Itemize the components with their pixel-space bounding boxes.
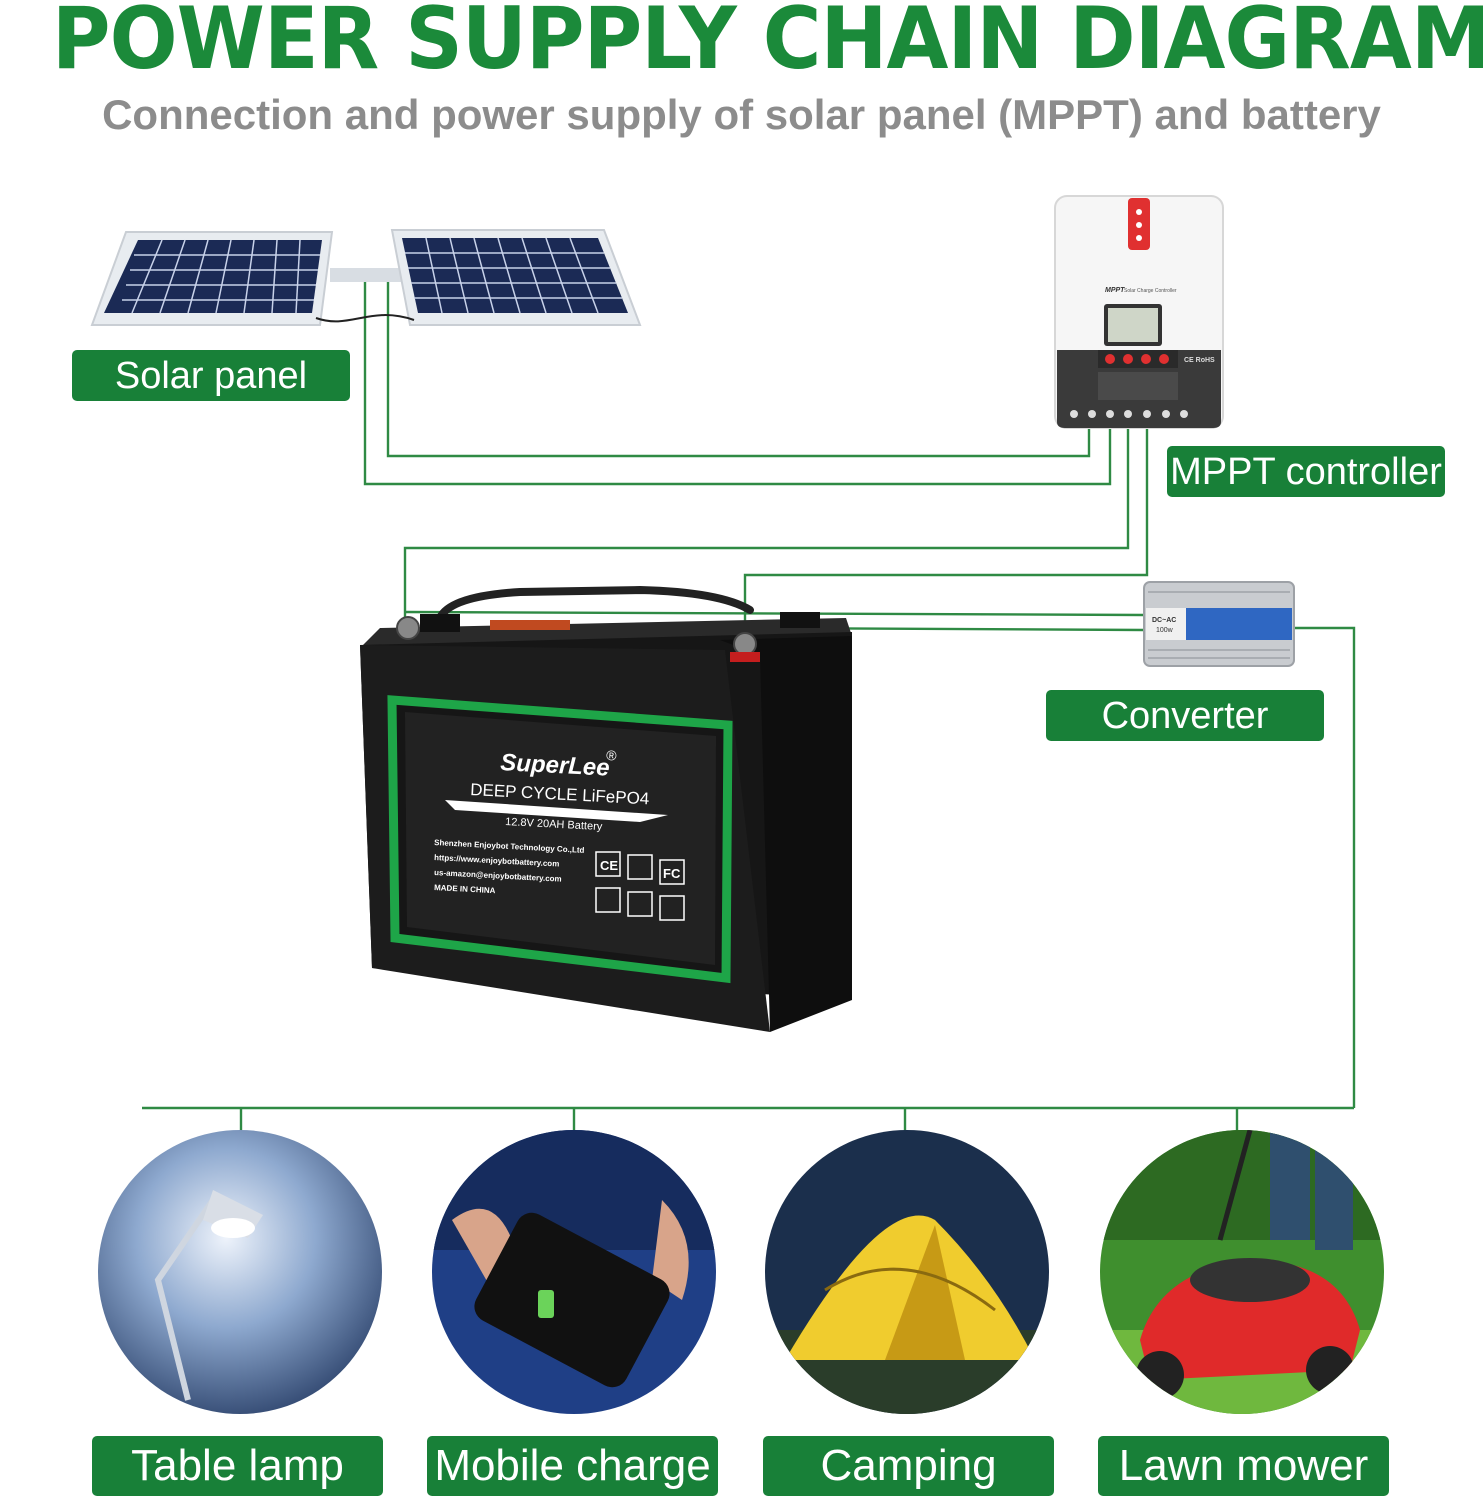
battery-icon: SuperLee ® DEEP CYCLE LiFePO4 12.8V 20AH…	[360, 585, 852, 1032]
battery-spec: 12.8V 20AH Battery	[505, 816, 603, 833]
mppt-controller-icon: MPPT Solar Charge Controller CE RoHS	[1054, 195, 1224, 429]
battery-brand: SuperLee	[500, 749, 611, 782]
wire-solar-to-mppt-1	[386, 280, 1091, 458]
wire-mppt-to-battery-2	[743, 420, 1149, 640]
ce-mark-text: CE	[600, 858, 618, 873]
battery-registered-mark: ®	[606, 747, 618, 764]
leaf-cert-icon	[627, 854, 653, 880]
page-subtitle: Connection and power supply of solar pan…	[102, 91, 1381, 138]
controller-text: Solar Charge Controller	[1124, 288, 1177, 294]
no-mercury-icon	[627, 891, 653, 917]
ce-mark-icon	[595, 851, 621, 877]
wire-solar-to-mppt-2	[363, 280, 1112, 486]
camping-label: Camping	[763, 1436, 1054, 1496]
wire-battery-to-converter-1	[404, 610, 1146, 617]
converter-icon: DC~AC 100w	[1143, 581, 1295, 667]
mobile-charge-label: Mobile charge	[427, 1436, 718, 1496]
table-lamp-icon	[98, 1130, 382, 1414]
tent-icon	[765, 1130, 1049, 1414]
page-title: POWER SUPPLY CHAIN DIAGRAM	[51, 0, 1483, 89]
weee-bin-icon	[659, 895, 685, 921]
fc-mark-icon	[659, 859, 685, 885]
controller-model: MPPT	[1105, 287, 1125, 294]
recycle-icon	[595, 887, 621, 913]
converter-label: Converter	[1046, 690, 1324, 741]
converter-model: DC~AC	[1152, 617, 1176, 624]
converter-power: 100w	[1156, 627, 1174, 634]
table-lamp-label: Table lamp	[92, 1436, 383, 1496]
controller-ce-rohs: CE RoHS	[1184, 357, 1215, 364]
lawn-mower-icon	[1100, 1130, 1384, 1414]
fc-mark-text: FC	[663, 866, 681, 881]
wire-mppt-to-battery-1	[403, 420, 1130, 620]
mobile-charge-icon	[432, 1130, 716, 1414]
mppt-controller-label: MPPT controller	[1167, 446, 1445, 497]
solar-panel-label: Solar panel	[72, 350, 350, 401]
lawn-mower-label: Lawn mower	[1098, 1436, 1389, 1496]
wire-converter-to-loads	[1292, 626, 1356, 1108]
solar-panel-icon	[90, 229, 642, 326]
battery-origin: MADE IN CHINA	[434, 883, 496, 895]
